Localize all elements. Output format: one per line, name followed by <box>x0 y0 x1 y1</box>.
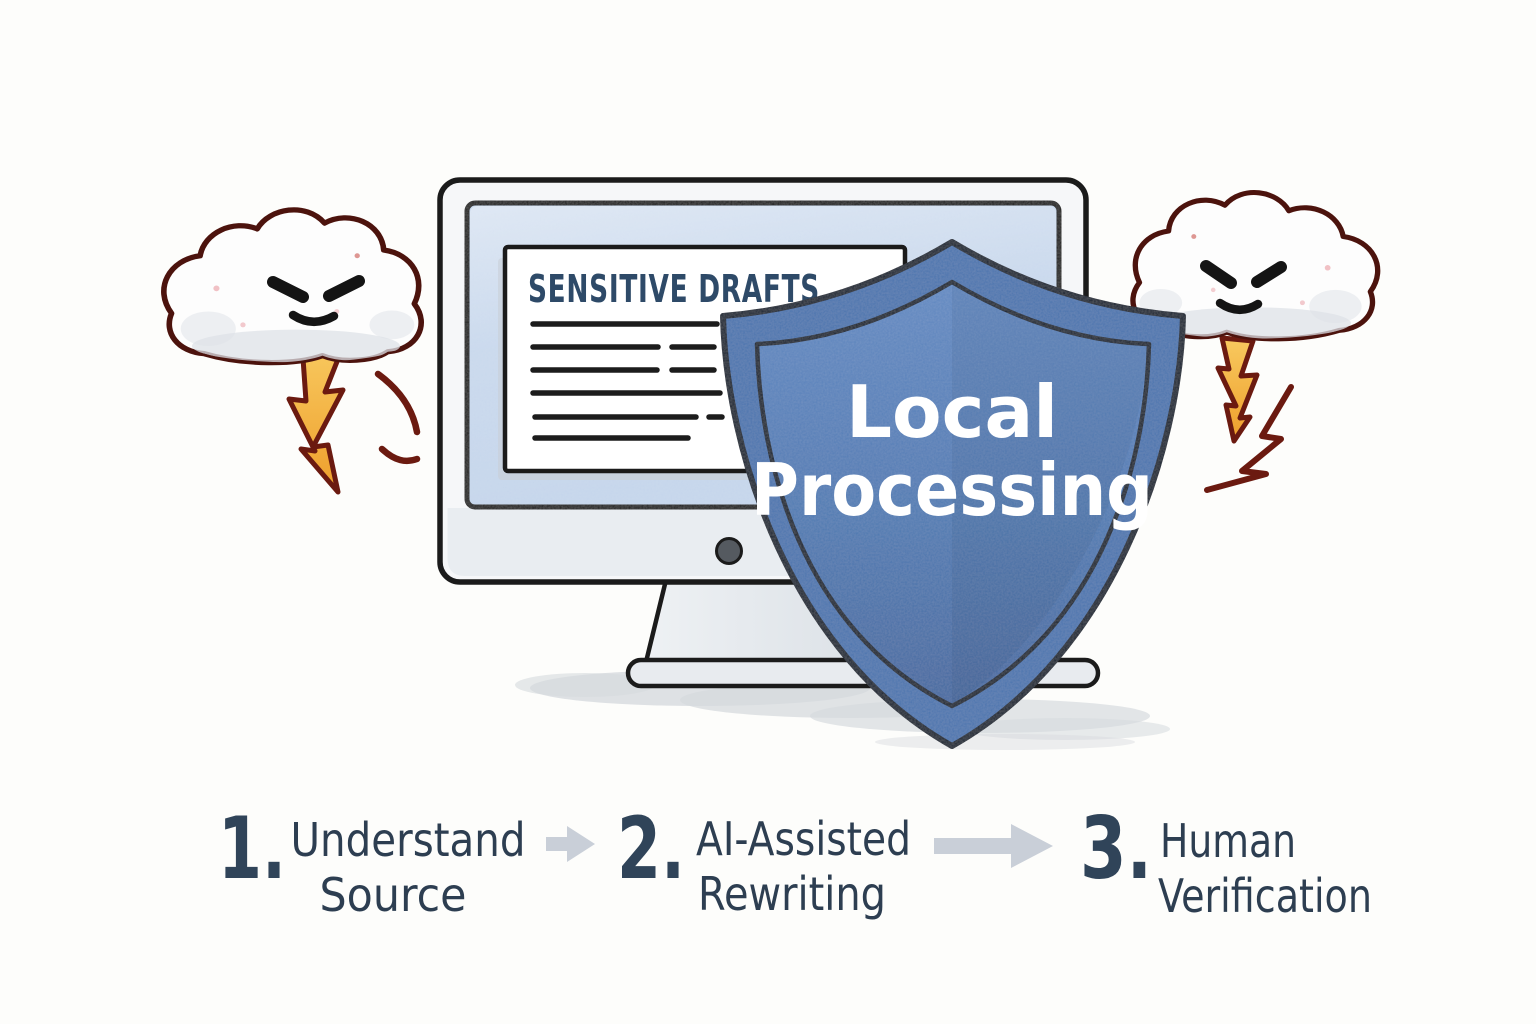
shield-label-line2: Processing <box>751 448 1153 532</box>
monitor-power-button-icon <box>715 537 743 565</box>
step-arrow-icon <box>934 824 1053 868</box>
step-2-number: 2. <box>617 799 685 899</box>
step-1-label-line2: Source <box>320 868 467 922</box>
process-steps: 1. Understand Source 2. AI-Assisted Rewr… <box>218 799 1372 923</box>
step-1-number: 1. <box>218 799 286 899</box>
swoosh-marks <box>374 370 421 465</box>
right-eyebrow-icon <box>1251 261 1287 288</box>
frown-mouth-icon <box>1215 298 1263 314</box>
zigzag-swoosh <box>1204 384 1294 493</box>
storm-cloud-left-icon <box>164 210 421 495</box>
shield-label-line1: Local <box>846 370 1058 454</box>
left-eyebrow-icon <box>1200 260 1237 289</box>
lightning-bolt-icon <box>286 341 346 495</box>
step-3: 3. Human Verification <box>1080 799 1372 923</box>
step-1: 1. Understand Source <box>218 799 526 922</box>
document-title: SENSITIVE DRAFTS <box>528 267 820 311</box>
shield-icon: Local Processing <box>720 239 1186 749</box>
storm-cloud-right-icon <box>1133 193 1378 493</box>
step-arrow-icon <box>546 826 595 862</box>
step-2: 2. AI-Assisted Rewriting <box>617 799 911 921</box>
step-2-label-line2: Rewriting <box>698 867 886 921</box>
step-3-label-line1: Human <box>1160 814 1296 868</box>
angry-face <box>267 275 365 326</box>
shield-inner <box>754 279 1152 709</box>
document-text-lines <box>530 321 725 441</box>
frown-mouth-icon <box>288 310 339 326</box>
step-1-label-line1: Understand <box>291 813 526 867</box>
angry-face <box>1200 260 1287 314</box>
step-3-label-line2: Verification <box>1158 869 1372 923</box>
right-eyebrow-icon <box>323 275 365 302</box>
step-2-label-line1: AI-Assisted <box>696 812 911 866</box>
left-eyebrow-icon <box>267 276 309 303</box>
shield-center-crease <box>952 284 1147 704</box>
lightning-bolt-icon <box>1215 335 1260 444</box>
step-3-number: 3. <box>1080 799 1152 899</box>
